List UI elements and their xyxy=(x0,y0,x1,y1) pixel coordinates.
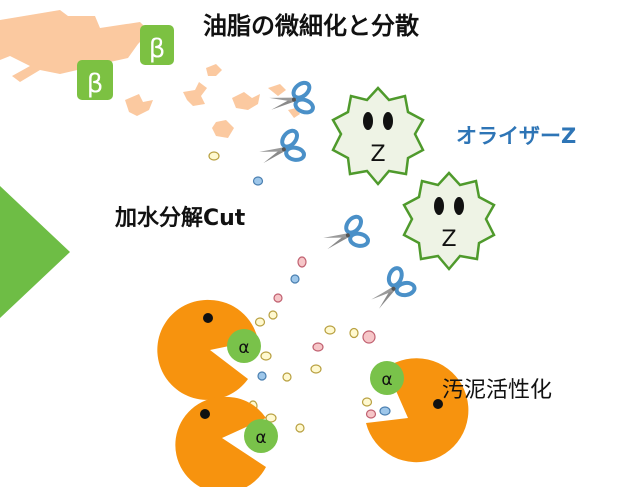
title-label: 油脂の微細化と分散 xyxy=(203,12,419,40)
z-symbol-2: Z xyxy=(441,227,456,252)
alpha-circle-1: α xyxy=(227,329,261,363)
beta-box-2: β xyxy=(77,60,113,100)
microbe-pacman-1 xyxy=(157,299,258,400)
scissors-icon-2 xyxy=(253,123,311,177)
beta-symbol-1: β xyxy=(149,34,166,64)
process-arrow xyxy=(0,186,70,318)
grease-blob xyxy=(0,10,150,82)
scissors-icon-3 xyxy=(317,209,375,263)
microbe-pacman-3 xyxy=(366,358,469,463)
alpha-symbol-3: α xyxy=(381,370,392,390)
enzyme-z-2: Z xyxy=(402,171,496,271)
beta-box-1: β xyxy=(140,25,174,65)
grease-fragments xyxy=(125,64,300,138)
alpha-symbol-2: α xyxy=(255,428,266,448)
enzyme-z-1: Z xyxy=(331,86,425,186)
hydrolysis-label: 加水分解Cut xyxy=(115,206,246,231)
microbe-pacman-2 xyxy=(175,396,266,487)
scissors-icon-4 xyxy=(361,260,423,320)
alpha-circle-3: α xyxy=(370,361,404,395)
alpha-circle-2: α xyxy=(244,419,278,453)
beta-symbol-2: β xyxy=(87,69,104,99)
particles xyxy=(208,151,391,433)
alpha-symbol-1: α xyxy=(238,338,249,358)
z-symbol-1: Z xyxy=(370,142,385,167)
sludge-activation-label: 汚泥活性化 xyxy=(442,378,553,403)
enzyme-label: オライザーZ xyxy=(456,124,577,148)
